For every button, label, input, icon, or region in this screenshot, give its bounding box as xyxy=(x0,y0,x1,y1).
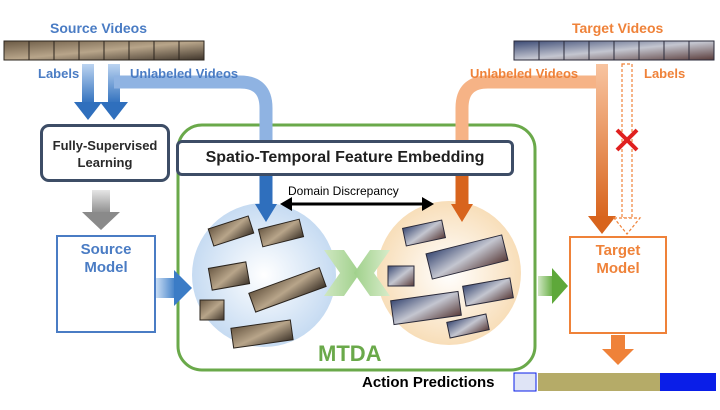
embedding-box: Spatio-Temporal Feature Embedding xyxy=(176,140,514,176)
source-embed-arrowhead xyxy=(255,204,277,222)
target-labels-dashed-arrow xyxy=(612,63,642,235)
source-unlabeled-flow xyxy=(114,75,273,198)
source-video-strip xyxy=(3,40,205,61)
cross-icon xyxy=(615,128,639,152)
source-videos-title: Source Videos xyxy=(50,20,148,36)
target-model-label: Target Model xyxy=(595,242,641,277)
green-chevron-right xyxy=(324,250,360,296)
supervised-to-model-arrow xyxy=(82,190,120,230)
target-embed-arrowhead xyxy=(451,204,473,222)
source-model-box: Source Model xyxy=(56,235,156,333)
fully-supervised-box: Fully-Supervised Learning xyxy=(40,124,170,182)
fully-supervised-label: Fully-Supervised Learning xyxy=(52,138,158,170)
source-model-to-circle-arrow xyxy=(156,270,192,306)
green-chevron-left xyxy=(354,250,390,296)
source-model-label: Source Model xyxy=(80,241,132,276)
target-unlabeled-label: Unlabeled Videos xyxy=(470,66,579,81)
mtda-box xyxy=(176,123,537,372)
domain-discrepancy-label: Domain Discrepancy xyxy=(288,184,399,198)
target-labels-label: Labels xyxy=(644,66,686,81)
source-unlabeled-label: Unlabeled Videos xyxy=(130,66,239,81)
source-clip-stacks xyxy=(199,215,327,349)
target-model-to-predictions-arrow xyxy=(602,335,634,365)
embedding-label: Spatio-Temporal Feature Embedding xyxy=(205,149,485,166)
mtda-label: MTDA xyxy=(318,341,382,366)
target-unlabeled-flow xyxy=(455,75,602,198)
target-videos-title: Target Videos xyxy=(572,20,664,36)
source-labels-label: Labels xyxy=(38,66,80,81)
action-prediction-bar xyxy=(513,372,716,392)
target-video-strip xyxy=(513,40,715,61)
target-model-box: Target Model xyxy=(569,236,667,334)
target-to-model-arrow xyxy=(596,64,608,219)
action-predictions-label: Action Predictions xyxy=(362,374,495,391)
target-circle-to-model-arrow xyxy=(538,268,568,304)
domain-discrepancy-arrow xyxy=(280,197,434,211)
target-clip-stacks xyxy=(387,219,514,339)
source-label-arrows xyxy=(74,64,128,120)
